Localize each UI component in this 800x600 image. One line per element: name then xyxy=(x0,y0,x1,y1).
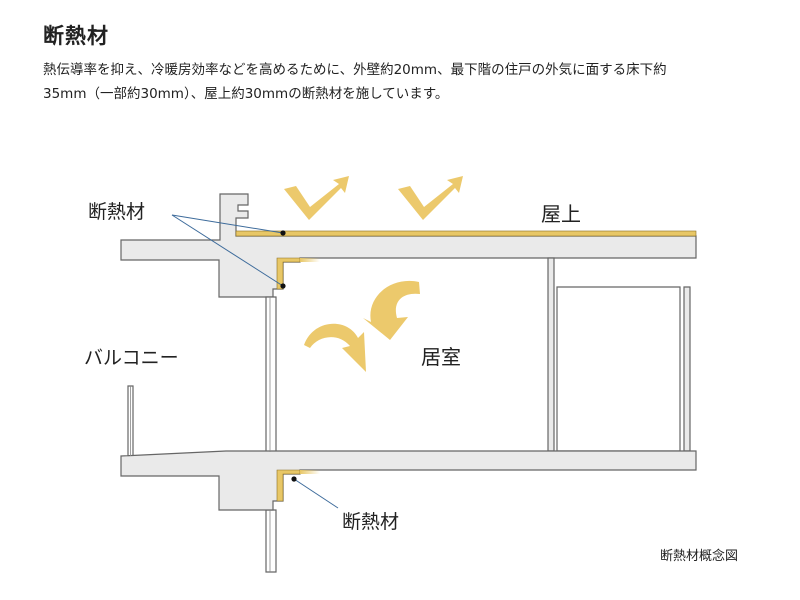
leader-lines xyxy=(171,214,339,509)
label-balcony: バルコニー xyxy=(84,347,179,369)
description: 熱伝導率を抑え、冷暖房効率などを高めるために、外壁約20mm、最下階の住戸の外気… xyxy=(43,58,763,106)
room-partition-wall xyxy=(547,257,555,452)
insulation-layers xyxy=(235,230,697,502)
label-insulation-top: 断熱材 xyxy=(88,201,145,223)
curved-arrow-icon xyxy=(304,280,420,372)
roof-insulation xyxy=(235,230,697,237)
lower-slab-and-balcony xyxy=(120,450,697,511)
description-line-1: 熱伝導率を抑え、冷暖房効率などを高めるために、外壁約20mm、最下階の住戸の外気… xyxy=(43,62,667,78)
exterior-wall-lower xyxy=(265,509,277,573)
bounce-arrow-icon xyxy=(284,176,463,220)
diagram-caption: 断熱材概念図 xyxy=(659,549,738,564)
description-line-2: 35mm（一部約30mm）、屋上約30mmの断熱材を施しています。 xyxy=(43,86,449,102)
label-insulation-bottom: 断熱材 xyxy=(342,511,399,533)
page-title: 断熱材 xyxy=(43,24,109,48)
lower-wall-insulation xyxy=(276,469,301,502)
closet-right-wall xyxy=(683,286,691,452)
exterior-wall-upper xyxy=(265,296,277,453)
label-room: 居室 xyxy=(421,345,461,369)
label-rooftop: 屋上 xyxy=(541,202,581,226)
closet xyxy=(556,286,681,452)
